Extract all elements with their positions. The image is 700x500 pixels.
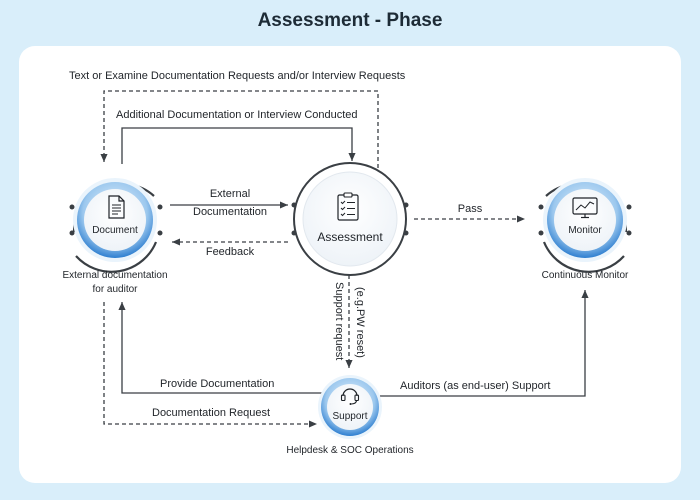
edge-provide-documentation <box>118 302 322 394</box>
document-node <box>69 178 163 273</box>
document-caption-line2: for auditor <box>92 284 138 295</box>
monitor-node-label: Monitor <box>568 225 602 236</box>
document-node-label: Document <box>92 225 138 236</box>
headset-icon <box>340 388 360 405</box>
support-request-line1: Support request <box>333 282 345 361</box>
edge-label-support-request: Support request <box>332 282 345 360</box>
edge-documentation-request <box>103 302 317 428</box>
monitor-caption: Continuous Monitor <box>541 270 629 281</box>
edge-label-feedback: Feedback <box>205 246 255 258</box>
edge-label-pass: Pass <box>457 203 483 215</box>
edge-label-provide-documentation: Provide Documentation <box>160 378 275 390</box>
document-icon <box>108 195 125 219</box>
assessment-node-label: Assessment <box>317 230 383 244</box>
edge-label-external-line1: External <box>209 188 251 200</box>
edge-label-documentation-request: Documentation Request <box>152 407 271 419</box>
support-node-label: Support <box>332 411 368 422</box>
monitor-node <box>538 178 632 273</box>
document-caption-line1: External documentation <box>62 270 168 281</box>
edge-label-auditors-support: Auditors (as end-user) Support <box>400 380 551 392</box>
monitor-chart-icon <box>572 197 598 219</box>
edge-label-additional: Additional Documentation or Interview Co… <box>116 109 358 121</box>
edge-additional <box>121 127 356 164</box>
support-request-line2: (e.g.PW reset) <box>354 287 366 358</box>
assessment-node <box>291 162 409 276</box>
support-node <box>318 375 382 439</box>
support-caption: Helpdesk & SOC Operations <box>286 445 414 456</box>
edge-label-support-request-2: (e.g.PW reset) <box>353 287 366 358</box>
page-title: Assessment - Phase <box>257 10 443 31</box>
clipboard-checklist-icon <box>337 192 359 221</box>
edge-label-external-line2: Documentation <box>193 206 267 218</box>
edge-label-text-examine: Text or Examine Documentation Requests a… <box>69 70 406 82</box>
edge-auditors-support <box>380 290 589 397</box>
edge-text-examine <box>100 90 379 168</box>
